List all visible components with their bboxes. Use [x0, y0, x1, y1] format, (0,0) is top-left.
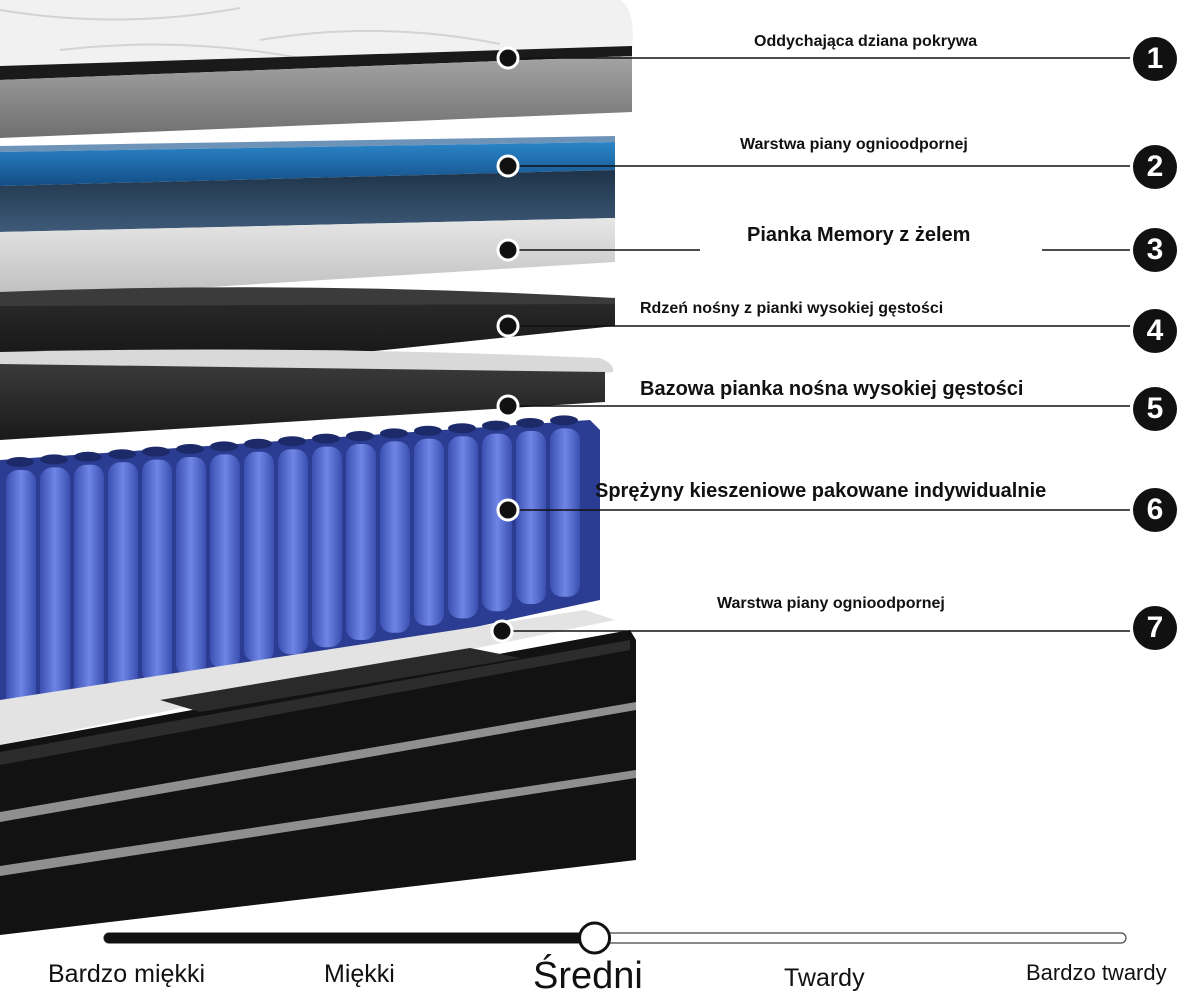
spring-top [516, 418, 544, 428]
callout-dot-6 [496, 498, 520, 522]
spring-top [312, 433, 340, 444]
callout-dot-3 [496, 238, 520, 262]
spring-columns [6, 415, 580, 712]
layer-number-2: 2 [1133, 145, 1177, 189]
slider-fill [104, 933, 595, 943]
layer-number-7: 7 [1133, 606, 1177, 650]
spring-column [176, 457, 206, 676]
layer-label-5: Bazowa pianka nośna wysokiej gęstości [640, 378, 1024, 400]
firmness-level-firm: Twardy [784, 964, 865, 992]
spring-top [74, 451, 102, 462]
spring-column [380, 441, 410, 633]
mattress-base [0, 630, 636, 935]
layer-6-pocket-springs [0, 415, 600, 730]
spring-column [448, 436, 478, 619]
layer-5-base-foam [0, 349, 614, 440]
spring-column [550, 428, 580, 597]
spring-top [40, 454, 68, 465]
spring-top [346, 431, 374, 441]
spring-column [74, 464, 104, 698]
spring-top [108, 449, 136, 460]
firmness-slider[interactable] [103, 921, 1127, 955]
callout-dot-7 [490, 619, 514, 643]
spring-top [142, 446, 170, 457]
firmness-level-medium: Średni [533, 955, 643, 997]
layer-label-7: Warstwa piany ognioodpornej [717, 595, 945, 612]
layer-2-blue-foam [0, 136, 615, 186]
layer-number-5: 5 [1133, 387, 1177, 431]
spring-top [176, 444, 204, 454]
layer-number-3: 3 [1133, 228, 1177, 272]
layer-label-4: Rdzeń nośny z pianki wysokiej gęstości [640, 300, 944, 317]
spring-column [6, 470, 36, 712]
spring-top [210, 441, 238, 452]
callout-dot-2 [496, 154, 520, 178]
spring-column [482, 433, 512, 612]
spring-column [312, 446, 342, 648]
layer-label-2: Warstwa piany ognioodpornej [740, 136, 968, 153]
layer-3-memory-foam [0, 170, 615, 300]
spring-top [244, 438, 272, 449]
callout-lines [490, 46, 1130, 643]
spring-column [516, 431, 546, 604]
firmness-level-very-firm: Bardzo twardy [1026, 960, 1167, 985]
spring-column [414, 438, 444, 626]
callout-dot-1 [496, 46, 520, 70]
spring-column [244, 451, 274, 662]
firmness-level-soft: Miękki [324, 960, 395, 988]
spring-top [414, 425, 442, 436]
spring-column [108, 462, 138, 691]
layer-number-1: 1 [1133, 37, 1177, 81]
spring-column [142, 459, 172, 684]
slider-handle[interactable] [578, 921, 612, 955]
spring-top [6, 457, 34, 467]
spring-top [278, 436, 306, 447]
spring-top [550, 415, 578, 426]
layer-label-3: Pianka Memory z żelem [747, 224, 971, 246]
spring-top [482, 420, 510, 431]
layer-number-6: 6 [1133, 488, 1177, 532]
spring-column [278, 449, 308, 655]
spring-column [346, 444, 376, 640]
layer-number-4: 4 [1133, 309, 1177, 353]
spring-top [448, 423, 476, 434]
layer-1-cover [0, 0, 633, 138]
callout-dot-5 [496, 394, 520, 418]
layer-label-6: Sprężyny kieszeniowe pakowane indywidual… [595, 480, 1047, 502]
callout-dot-4 [496, 314, 520, 338]
layer-label-1: Oddychająca dziana pokrywa [754, 33, 978, 50]
spring-top [380, 428, 408, 439]
spring-column [40, 467, 70, 705]
spring-column [210, 454, 240, 669]
firmness-level-very-soft: Bardzo miękki [48, 960, 205, 988]
